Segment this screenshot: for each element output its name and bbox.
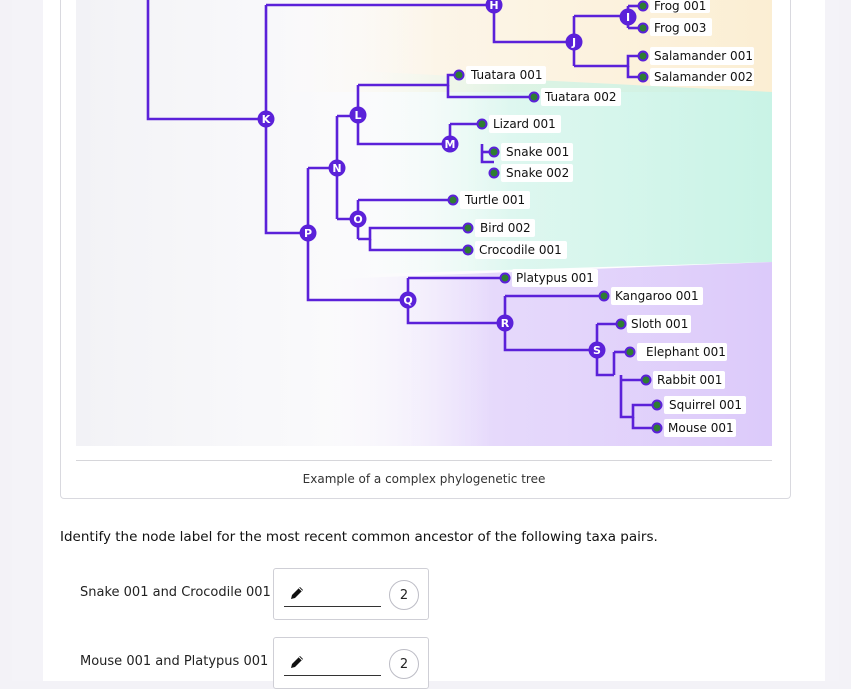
node-label: M [445,138,456,151]
node-label: J [571,36,576,49]
taxon-label: Squirrel 001 [669,398,742,412]
taxon-label: Bird 002 [480,221,531,235]
taxon-label: Salamander 001 [654,49,753,63]
node-label: K [262,113,271,126]
answer-field-1[interactable]: 2 [273,568,429,620]
taxon-label: Elephant 001 [646,345,726,359]
node-label: S [593,344,601,357]
taxon-label: Frog 001 [654,0,706,13]
answer-field-2[interactable]: 2 [273,637,429,689]
input-underline [284,606,381,607]
taxon-label: Mouse 001 [668,421,734,435]
taxon-label: Snake 002 [506,166,569,180]
taxon-label: Turtle 001 [464,193,525,207]
points-badge: 2 [389,649,419,679]
taxon-label: Snake 001 [506,145,569,159]
pencil-icon [291,656,303,668]
node-label: N [332,162,341,175]
node-label: R [501,317,510,330]
node-label: L [354,109,361,122]
caption-divider [76,460,772,461]
tip-markers [447,0,663,434]
phylogenetic-tree: Frog 001 Frog 003 Salamander 001 Salaman… [76,0,772,446]
node-label: O [353,213,362,226]
figure-caption: Example of a complex phylogenetic tree [302,472,546,486]
taxa-labels: Frog 001 Frog 003 Salamander 001 Salaman… [460,0,754,437]
taxon-label: Lizard 001 [493,117,556,131]
pair-label-2: Mouse 001 and Platypus 001 [80,654,269,669]
question-prompt: Identify the node label for the most rec… [60,529,658,545]
node-label: P [304,227,312,240]
taxon-label: Sloth 001 [631,317,688,331]
taxon-label: Frog 003 [654,21,706,35]
points-badge: 2 [389,580,419,610]
taxon-label: Salamander 002 [654,70,753,84]
node-label: H [489,0,498,12]
taxon-label: Crocodile 001 [479,243,562,257]
node-label: I [626,11,630,24]
taxon-label: Tuatara 002 [544,90,617,104]
taxon-label: Rabbit 001 [657,373,722,387]
pencil-icon [291,587,303,599]
input-underline [284,675,381,676]
node-markers: H I J K L M N O P Q R S [257,0,637,359]
taxon-label: Kangaroo 001 [615,289,699,303]
taxon-label: Tuatara 001 [470,68,543,82]
node-label: Q [403,294,412,307]
taxon-label: Platypus 001 [516,271,594,285]
pair-label-1: Snake 001 and Crocodile 001 [80,585,271,600]
